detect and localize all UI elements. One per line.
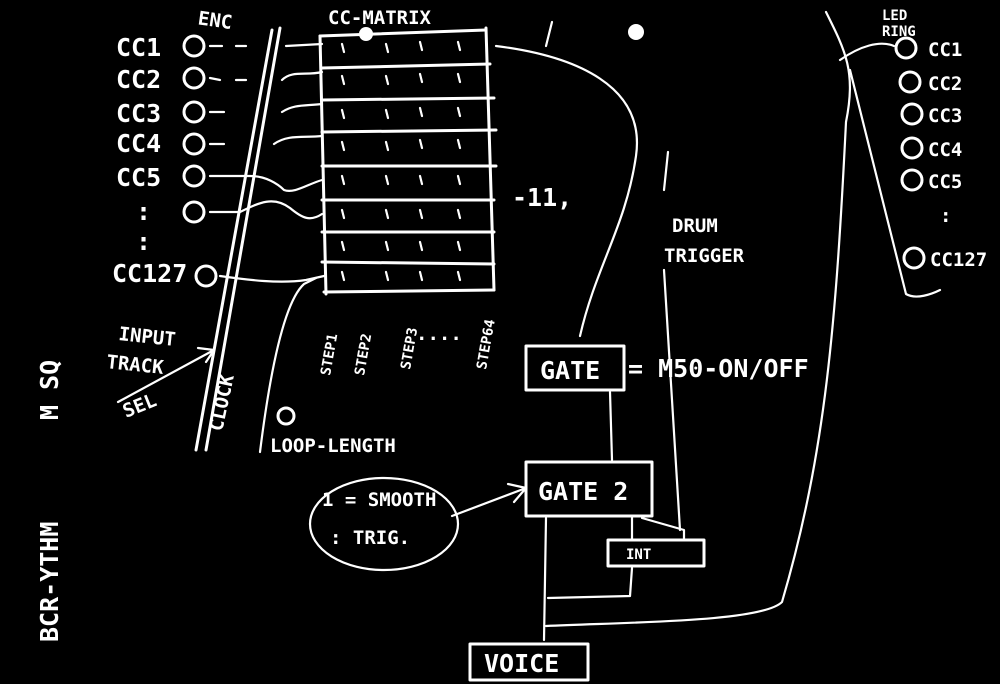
encoder-knob-icon [182,200,206,224]
right-cc-labels: CC1 CC2 CC3 CC4 CC5 : CC127 [928,39,987,271]
side-bcr-label: BCR-YTHM [35,522,64,642]
left-cc-label: CC2 [116,65,161,94]
gate-note: = M50-ON/OFF [628,354,809,383]
input-track-label: INPUT [117,323,176,351]
matrix-right-edge [484,26,496,292]
right-cc-label: CC2 [928,73,962,95]
encoder-knob-icon [182,66,206,90]
left-cc-label: : [136,197,151,226]
led-ring-label-1: LED [882,8,907,24]
encoder-knobs [182,34,218,288]
right-cc-label: CC5 [928,171,962,193]
left-cc-label: CC3 [116,99,161,128]
enc-label: ENC [197,7,234,34]
gate2-to-voice-wire [542,516,548,642]
indicator-dot [628,24,644,40]
encoder-knob-icon [182,132,206,156]
led-ring-icon [900,102,924,126]
loop-length-label: LOOP-LENGTH [270,435,396,457]
drum-trigger-wire [662,268,682,532]
right-cc-label: CC4 [928,139,962,161]
led-ring-icon [894,36,918,60]
led-ring-label-2: RING [882,24,916,40]
gate-box [524,344,626,392]
drum-trigger-label: DRUM [672,215,718,237]
clock-rail-line [204,26,282,452]
mode-trig-label: : TRIG. [330,527,410,549]
gate-label: GATE [540,356,600,385]
right-cc-label: CC3 [928,105,962,127]
voice-label: VOICE [484,649,559,678]
matrix-to-gate-wire [494,44,639,338]
gate-to-gate2-wire [608,390,614,462]
step-label: STEP2 [352,332,375,376]
led-ring-icon [902,246,926,270]
mode-smooth-label: 1 = SMOOTH [322,489,436,511]
step-labels: STEP1 STEP2 STEP3 .... STEP64 [318,318,499,377]
led-ring-icon [898,70,922,94]
voice-box [468,642,590,682]
repeat-mark: -11, [512,183,572,212]
matrix-cursor-dot [359,27,373,41]
right-cc-label: CC127 [930,249,987,271]
left-cc-label: CC1 [116,33,161,62]
int-box [606,538,706,568]
gate2-label: GATE 2 [538,477,628,506]
led-ring-icon [900,136,924,160]
step-label: .... [416,323,462,345]
int-label: INT [626,547,651,563]
led-ring-icon [900,168,924,192]
encoder-knob-icon [182,34,206,58]
sel-arrow-icon [116,346,216,404]
sel-label: SEL [120,389,160,422]
encoder-knob-icon [194,264,218,288]
mode-bubble [308,476,460,572]
right-cc-label: : [940,205,951,227]
cc-wires [208,42,326,454]
left-cc-label: CC4 [116,129,161,158]
step-label: STEP1 [318,332,341,376]
input-track-label: TRACK [105,351,165,379]
left-cc-label: CC5 [116,163,161,192]
step-label: STEP3 [398,326,421,370]
side-msq-label: M SQ [35,360,64,420]
drum-trigger-label: TRIGGER [664,245,745,267]
step-label: STEP64 [474,318,499,371]
encoder-knob-icon [182,164,206,188]
svg-text::: : [136,227,151,256]
led-rings [894,36,926,270]
clock-rail-line [194,28,274,452]
cc-matrix-label: CC-MATRIX [328,7,432,29]
left-cc-label: CC127 [112,259,187,288]
gate2-box [524,460,654,518]
mode-arrow-icon [450,482,528,518]
right-cc-label: CC1 [928,39,962,61]
left-cc-labels: CC1 CC2 CC3 CC4 CC5 : CC127 : [112,33,187,288]
led-ring-to-voice-wire [544,10,852,628]
clock-label: CLOCK [205,372,239,433]
encoder-knob-icon [182,100,206,124]
loop-length-knob-icon [276,406,296,426]
cc-matrix-grid [318,26,498,296]
